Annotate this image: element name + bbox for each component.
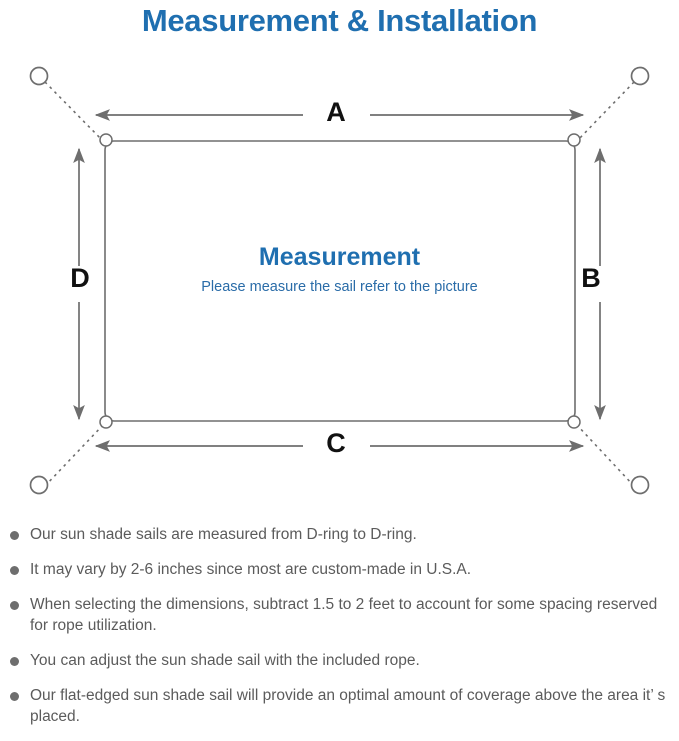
d-rings <box>99 133 581 429</box>
list-item: Our flat-edged sun shade sail will provi… <box>0 685 679 727</box>
bullet-dot-icon <box>10 601 19 610</box>
d-ring-top-right <box>567 133 581 147</box>
rope-top-left <box>44 81 105 143</box>
sun-shade-sail-measurement-diagram <box>0 45 679 515</box>
bullet-dot-icon <box>10 566 19 575</box>
sail-body <box>104 140 576 422</box>
list-item: It may vary by 2-6 inches since most are… <box>0 559 679 580</box>
dimension-label-a: A <box>326 97 346 127</box>
note-text: You can adjust the sun shade sail with t… <box>30 652 420 669</box>
anchor-point-top-left <box>29 66 49 86</box>
list-item: When selecting the dimensions, subtract … <box>0 594 679 636</box>
dimension-label-c: C <box>326 428 346 458</box>
anchor-point-bottom-right <box>630 475 650 495</box>
sail-label-title: Measurement <box>258 243 421 271</box>
sail-label-subtitle: Please measure the sail refer to the pic… <box>201 279 478 295</box>
anchor-point-top-right <box>630 66 650 86</box>
dimension-label-b: B <box>581 263 601 293</box>
rope-top-right <box>575 81 635 143</box>
dimension-label-d: D <box>70 263 90 293</box>
anchor-point-bottom-left <box>29 475 49 495</box>
note-text: Our flat-edged sun shade sail will provi… <box>30 687 666 725</box>
notes-list: Our sun shade sails are measured from D-… <box>0 524 679 741</box>
bullet-dot-icon <box>10 531 19 540</box>
note-text: Our sun shade sails are measured from D-… <box>30 526 417 543</box>
anchor-points <box>29 66 650 495</box>
d-ring-bottom-right <box>567 415 581 429</box>
rope-bottom-left <box>44 423 105 487</box>
rope-bottom-right <box>575 423 635 487</box>
list-item: Our sun shade sails are measured from D-… <box>0 524 679 545</box>
bullet-dot-icon <box>10 692 19 701</box>
list-item: You can adjust the sun shade sail with t… <box>0 650 679 671</box>
rope-lines <box>44 81 635 487</box>
d-ring-top-left <box>99 133 113 147</box>
diagram-svg <box>29 66 650 495</box>
bullet-dot-icon <box>10 657 19 666</box>
d-ring-bottom-left <box>99 415 113 429</box>
note-text: It may vary by 2-6 inches since most are… <box>30 561 472 578</box>
note-text: When selecting the dimensions, subtract … <box>30 596 658 634</box>
page-title: Measurement & Installation <box>141 3 538 38</box>
